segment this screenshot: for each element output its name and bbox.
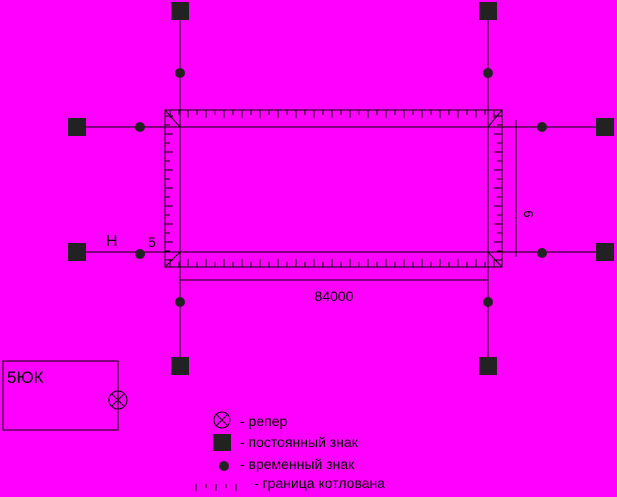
temporary-sign-left-upper [135,122,145,132]
temporary-sign-right-lower [537,248,547,258]
permanent-sign-top-right [479,2,497,20]
permanent-sign-icon [213,434,231,451]
pit-outline [164,109,503,268]
legend-item-pit-boundary: - граница котлована [195,475,385,491]
permanent-sign-bottom-right [479,357,497,375]
pit-outer-edge [164,109,503,268]
pit-corner-diagonal-tr [487,109,503,128]
temporary-signs [135,68,547,307]
label-5: 5 [148,234,156,250]
temporary-sign-right-upper [537,122,547,132]
pit-boundary-hatching [165,110,502,267]
legend-item-benchmark: - репер [213,411,287,429]
temporary-sign-top-left [175,68,185,78]
permanent-sign-left-upper [68,118,86,136]
pit-corner-diagonal-tl [164,109,181,128]
benchmark-symbol [108,390,128,410]
temporary-sign-bottom-right [483,297,493,307]
permanent-sign-right-lower [596,243,614,261]
temporary-sign-left-lower [135,249,145,259]
benchmark-box: 5ЮК [2,360,128,431]
legend-item-permanent-sign: - постоянный знак [213,434,359,451]
dimension-width-label: 6 [521,210,536,217]
legend-text-permanent-sign: - постоянный знак [240,434,359,450]
permanent-sign-top-left [171,2,189,20]
permanent-sign-right-upper [596,118,614,136]
benchmark-icon [213,411,231,429]
legend-item-temporary-sign: - временный знак [219,456,355,472]
dimension-length-label: 84000 [315,288,354,304]
permanent-sign-bottom-left [171,357,189,375]
dimension-lines [179,120,522,290]
pit-boundary-icon [195,484,237,491]
label-h: Н [106,233,118,250]
axis-lines [78,20,605,365]
temporary-sign-icon [219,461,229,471]
permanent-sign-left-lower [68,243,86,261]
legend-text-benchmark: - репер [240,413,287,429]
legend-text-pit-boundary: - граница котлована [254,475,385,491]
temporary-sign-bottom-left [175,297,185,307]
legend-text-temporary-sign: - временный знак [240,456,355,472]
benchmark-code: 5ЮК [7,368,44,387]
legend: - репер - постоянный знак - временный зн… [195,411,385,491]
permanent-signs [68,2,614,375]
benchmark-box-frame [2,360,119,431]
temporary-sign-top-right [483,68,493,78]
